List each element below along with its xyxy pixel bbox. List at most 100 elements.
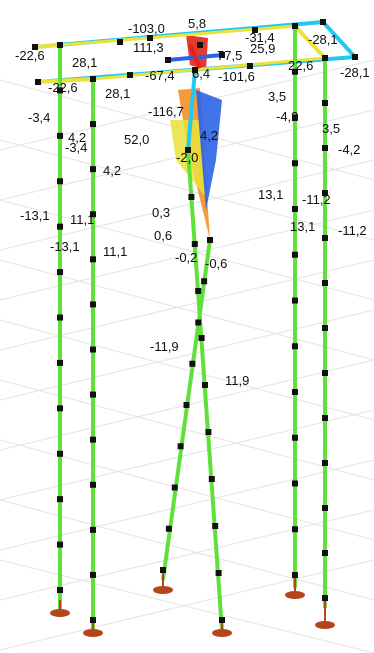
node-marker-icon[interactable] bbox=[160, 567, 166, 573]
node-marker-icon[interactable] bbox=[57, 450, 63, 457]
force-label: -3,4 bbox=[65, 140, 87, 155]
node-marker-icon[interactable] bbox=[215, 570, 222, 576]
node-marker-icon[interactable] bbox=[90, 346, 96, 353]
node-marker-icon[interactable] bbox=[352, 54, 358, 60]
node-marker-icon[interactable] bbox=[195, 319, 202, 326]
force-label: 52,0 bbox=[124, 132, 149, 147]
node-marker-icon[interactable] bbox=[202, 382, 208, 388]
node-marker-icon[interactable] bbox=[57, 132, 63, 139]
node-marker-icon[interactable] bbox=[322, 325, 328, 331]
node-marker-icon[interactable] bbox=[90, 166, 96, 173]
node-marker-icon[interactable] bbox=[90, 256, 96, 263]
node-marker-icon[interactable] bbox=[198, 335, 205, 341]
force-label: -0,6 bbox=[205, 256, 227, 271]
node-marker-icon[interactable] bbox=[219, 617, 225, 623]
node-marker-icon[interactable] bbox=[32, 44, 38, 50]
node-marker-icon[interactable] bbox=[292, 23, 298, 29]
node-marker-icon[interactable] bbox=[57, 87, 63, 94]
node-marker-icon[interactable] bbox=[247, 63, 253, 69]
node-marker-icon[interactable] bbox=[90, 436, 96, 443]
force-label: 11,9 bbox=[225, 373, 249, 388]
node-marker-icon[interactable] bbox=[292, 251, 298, 258]
node-marker-icon[interactable] bbox=[90, 211, 96, 218]
node-marker-icon[interactable] bbox=[57, 405, 63, 412]
node-marker-icon[interactable] bbox=[57, 314, 63, 321]
node-marker-icon[interactable] bbox=[177, 443, 184, 450]
node-marker-icon[interactable] bbox=[90, 617, 96, 623]
node-marker-icon[interactable] bbox=[90, 481, 96, 488]
pin-support-icon bbox=[83, 629, 103, 637]
force-label: 11,1 bbox=[70, 212, 94, 227]
node-marker-icon[interactable] bbox=[90, 571, 96, 578]
node-marker-icon[interactable] bbox=[57, 496, 63, 503]
node-marker-icon[interactable] bbox=[292, 480, 298, 487]
node-marker-icon[interactable] bbox=[191, 241, 198, 247]
node-marker-icon[interactable] bbox=[292, 297, 298, 304]
node-marker-icon[interactable] bbox=[322, 190, 328, 196]
node-marker-icon[interactable] bbox=[322, 100, 328, 106]
node-marker-icon[interactable] bbox=[90, 121, 96, 128]
node-marker-icon[interactable] bbox=[322, 415, 328, 421]
node-marker-icon[interactable] bbox=[90, 301, 96, 308]
node-marker-icon[interactable] bbox=[57, 359, 63, 366]
node-marker-icon[interactable] bbox=[165, 57, 171, 63]
node-marker-icon[interactable] bbox=[292, 343, 298, 350]
node-marker-icon[interactable] bbox=[322, 145, 328, 151]
force-label: 11,1 bbox=[103, 244, 127, 259]
node-marker-icon[interactable] bbox=[322, 235, 328, 241]
node-marker-icon[interactable] bbox=[292, 68, 298, 75]
node-marker-icon[interactable] bbox=[188, 194, 195, 200]
node-marker-icon[interactable] bbox=[35, 79, 41, 85]
node-marker-icon[interactable] bbox=[195, 288, 202, 294]
node-marker-icon[interactable] bbox=[185, 147, 191, 153]
node-marker-icon[interactable] bbox=[252, 27, 258, 33]
node-marker-icon[interactable] bbox=[183, 402, 190, 408]
node-marker-icon[interactable] bbox=[197, 42, 203, 48]
node-marker-icon[interactable] bbox=[292, 160, 298, 167]
node-marker-icon[interactable] bbox=[147, 35, 153, 41]
node-marker-icon[interactable] bbox=[117, 39, 123, 45]
node-marker-icon[interactable] bbox=[292, 206, 298, 212]
node-marker-icon[interactable] bbox=[57, 587, 63, 593]
node-marker-icon[interactable] bbox=[90, 76, 96, 82]
node-marker-icon[interactable] bbox=[207, 237, 213, 243]
node-marker-icon[interactable] bbox=[57, 269, 63, 276]
node-marker-icon[interactable] bbox=[322, 505, 328, 511]
node-marker-icon[interactable] bbox=[219, 52, 225, 58]
node-marker-icon[interactable] bbox=[322, 370, 328, 376]
node-marker-icon[interactable] bbox=[292, 526, 298, 533]
node-marker-icon[interactable] bbox=[205, 429, 212, 435]
node-marker-icon[interactable] bbox=[57, 223, 63, 230]
force-label: -11,2 bbox=[302, 192, 331, 207]
node-marker-icon[interactable] bbox=[90, 526, 96, 533]
node-marker-icon[interactable] bbox=[201, 278, 208, 285]
node-marker-icon[interactable] bbox=[320, 19, 326, 25]
node-marker-icon[interactable] bbox=[208, 476, 215, 482]
node-marker-icon[interactable] bbox=[127, 72, 133, 78]
node-marker-icon[interactable] bbox=[57, 178, 63, 185]
pin-supports bbox=[50, 586, 335, 637]
node-marker-icon[interactable] bbox=[292, 434, 298, 441]
node-marker-icon[interactable] bbox=[165, 525, 172, 532]
node-marker-icon[interactable] bbox=[212, 523, 219, 529]
force-label: 25,9 bbox=[250, 41, 275, 56]
node-marker-icon[interactable] bbox=[192, 67, 198, 73]
node-marker-icon[interactable] bbox=[292, 389, 298, 395]
node-marker-icon[interactable] bbox=[322, 55, 328, 61]
node-marker-icon[interactable] bbox=[171, 484, 178, 491]
node-marker-icon[interactable] bbox=[322, 550, 328, 556]
node-marker-icon[interactable] bbox=[322, 280, 328, 286]
node-marker-icon[interactable] bbox=[292, 572, 298, 578]
node-marker-icon[interactable] bbox=[57, 541, 63, 548]
node-marker-icon[interactable] bbox=[322, 595, 328, 601]
force-label: -11,9 bbox=[150, 339, 179, 354]
node-marker-icon[interactable] bbox=[90, 391, 96, 398]
force-label: 13,1 bbox=[290, 219, 315, 234]
node-marker-icon[interactable] bbox=[189, 360, 196, 367]
node-marker-icon[interactable] bbox=[322, 460, 328, 466]
node-marker-icon[interactable] bbox=[57, 42, 63, 48]
node-marker-icon[interactable] bbox=[292, 114, 298, 121]
